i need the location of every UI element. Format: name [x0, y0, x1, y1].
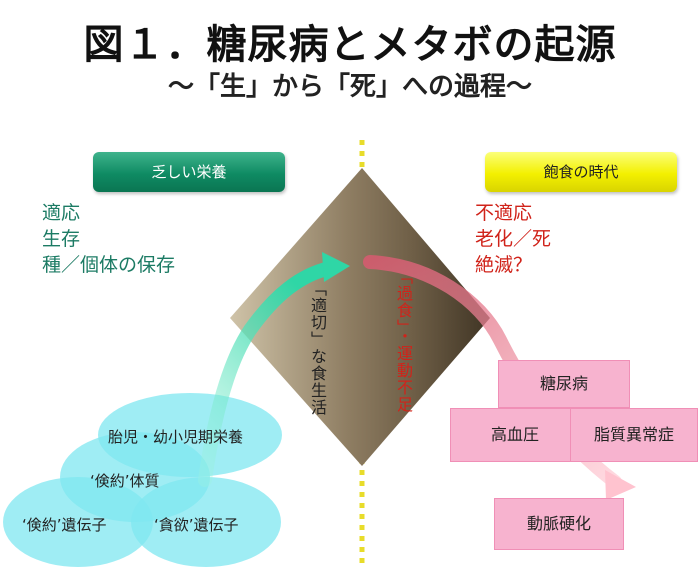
left-outcome-item: 種／個体の保存 [42, 254, 176, 276]
left-outcome-item: 生存 [42, 228, 81, 250]
diabetes-box: 糖尿病 [498, 360, 630, 408]
overeating-era-header: 飽食の時代 [485, 152, 677, 192]
oval-fetal [98, 393, 282, 477]
greed-gene-label: ‘貪欲’遺伝子 [154, 516, 239, 534]
right-outcome-item: 不適応 [475, 202, 533, 224]
page-title: 図１．糖尿病とメタボの起源 [83, 22, 617, 68]
right-outcome-item: 老化／死 [475, 228, 552, 250]
left-outcome-item: 適応 [42, 202, 81, 224]
thrifty-gene-label: ‘倹約’遺伝子 [22, 516, 107, 534]
right-outcome-list: 不適応 老化／死 絶滅？ [475, 200, 551, 278]
center-diamond [230, 168, 490, 466]
adaptive-arrow [198, 261, 337, 487]
right-outcome-item: 絶滅？ [475, 254, 533, 276]
appropriate-diet-label: 「適切」な食生活 [308, 280, 327, 416]
left-outcome-list: 適応 生存 種／個体の保存 [42, 200, 175, 278]
excess-arrow-head [605, 470, 636, 500]
dyslipidemia-box: 脂質異常症 [570, 408, 698, 462]
overeating-label: 「過食」・運動不足 [394, 268, 413, 413]
atherosclerosis-box: 動脈硬化 [494, 498, 624, 550]
fetal-nutrition-label: 胎児・幼小児期栄養 [108, 428, 244, 446]
poor-nutrition-header: 乏しい栄養 [93, 152, 285, 192]
page-subtitle: ～「生」から「死」への過程～ [167, 72, 532, 102]
hypertension-box: 高血圧 [450, 408, 580, 462]
adaptive-arrow-head [322, 252, 350, 282]
thrifty-constitution-label: ‘倹約’体質 [90, 472, 160, 490]
